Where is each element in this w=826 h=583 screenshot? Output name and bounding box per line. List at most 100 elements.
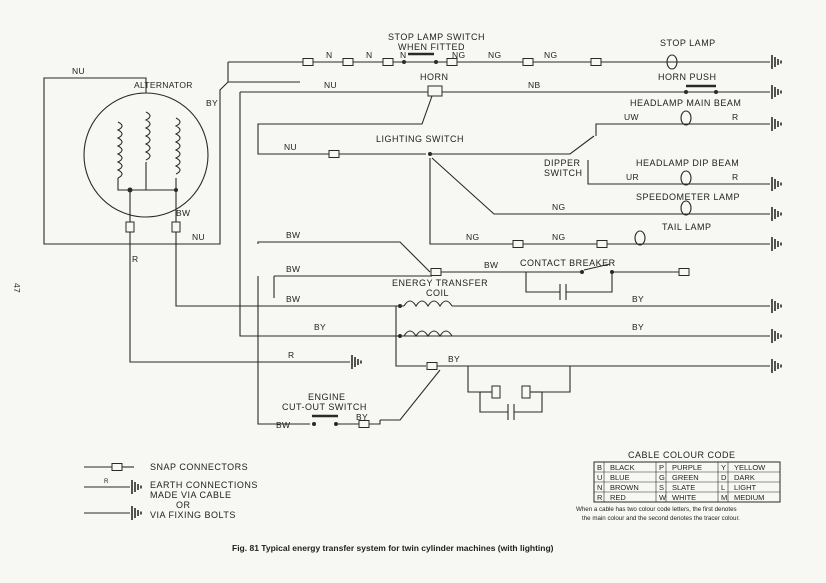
legend-earth-label: EARTH CONNECTIONS xyxy=(150,480,258,490)
wire-code: N xyxy=(326,50,332,60)
colour-code-letter: U xyxy=(597,473,602,482)
earth-icon xyxy=(771,206,782,222)
dipper-switch-label: DIPPER xyxy=(544,158,581,168)
colour-code-name: MEDIUM xyxy=(734,493,764,502)
colour-code-name: LIGHT xyxy=(734,483,757,492)
horn-label: HORN xyxy=(420,72,449,82)
earth-icon xyxy=(771,54,782,70)
colour-code-name: BLACK xyxy=(610,463,635,472)
wire-code: BW xyxy=(276,420,290,430)
wire-code: NU xyxy=(284,142,297,152)
colour-code-name: WHITE xyxy=(672,493,696,502)
colour-code-letter: W xyxy=(659,493,667,502)
wire-code: NG xyxy=(552,202,565,212)
wire-code: BY xyxy=(206,98,218,108)
engine-cutout-switch-label: CUT-OUT SWITCH xyxy=(282,402,367,412)
wire-code: BY xyxy=(448,354,460,364)
colour-note-1: When a cable has two colour code letters… xyxy=(576,506,737,513)
wire-code: R xyxy=(732,112,738,122)
dipper-switch-label-2: SWITCH xyxy=(544,168,583,178)
legend-earth-label-4: VIA FIXING BOLTS xyxy=(150,510,236,520)
legend-earth-label-2: MADE VIA CABLE xyxy=(150,490,232,500)
wire-code: NG xyxy=(488,50,501,60)
wire-code: UW xyxy=(624,112,639,122)
earth-icon xyxy=(351,354,362,370)
wire-code: NG xyxy=(452,50,465,60)
earth-icon xyxy=(771,298,782,314)
wire-code: BY xyxy=(356,412,368,422)
headlamp-dip-label: HEADLAMP DIP BEAM xyxy=(636,158,739,168)
wire-code: NG xyxy=(544,50,557,60)
colour-code-letter: L xyxy=(721,483,725,492)
colour-code-name: BLUE xyxy=(610,473,630,482)
wire-code: BW xyxy=(286,264,300,274)
energy-transfer-coil-label: COIL xyxy=(426,288,449,298)
wire-code: BY xyxy=(632,322,644,332)
earth-icon xyxy=(771,358,782,374)
wire-code: N xyxy=(366,50,372,60)
engine-cutout-label: ENGINE xyxy=(308,392,346,402)
colour-code-name: DARK xyxy=(734,473,755,482)
earth-icon xyxy=(771,328,782,344)
tail-lamp-label: TAIL LAMP xyxy=(662,222,712,232)
horn-push-label: HORN PUSH xyxy=(658,72,717,82)
stop-lamp-switch-label: STOP LAMP SWITCH xyxy=(388,32,485,42)
colour-table-title: CABLE COLOUR CODE xyxy=(628,450,736,460)
wire-code: NU xyxy=(192,232,205,242)
earth-icon xyxy=(771,84,782,100)
colour-code-name: YELLOW xyxy=(734,463,766,472)
figure-caption: Fig. 81 Typical energy transfer system f… xyxy=(232,543,554,553)
colour-note-2: the main colour and the second denotes t… xyxy=(582,515,740,522)
wire-code: NG xyxy=(552,232,565,242)
headlamp-main-label: HEADLAMP MAIN BEAM xyxy=(630,98,741,108)
wire-code: N xyxy=(400,50,406,60)
wire-code: NU xyxy=(72,66,85,76)
legend: SNAP CONNECTORS R EARTH CONNECTIONS MADE… xyxy=(84,462,258,521)
colour-code-letter: S xyxy=(659,483,664,492)
legend-earth-label-3: OR xyxy=(176,500,191,510)
wire-code: BY xyxy=(314,322,326,332)
colour-code-letter: N xyxy=(597,483,602,492)
lighting-switch-label: LIGHTING SWITCH xyxy=(376,134,464,144)
speedometer-label: SPEEDOMETER LAMP xyxy=(636,192,740,202)
colour-code-letter: Y xyxy=(721,463,726,472)
colour-code-name: RED xyxy=(610,493,626,502)
energy-transfer-label: ENERGY TRANSFER xyxy=(392,278,488,288)
wire-code: R xyxy=(132,254,138,264)
colour-code-name: PURPLE xyxy=(672,463,702,472)
colour-code-letter: P xyxy=(659,463,664,472)
earth-icon xyxy=(771,116,782,132)
colour-code-name: BROWN xyxy=(610,483,639,492)
wire-code: NB xyxy=(528,80,540,90)
wire-code: BW xyxy=(484,260,498,270)
colour-code-letter: D xyxy=(721,473,727,482)
wire-code: R xyxy=(288,350,294,360)
colour-code-letter: G xyxy=(659,473,665,482)
colour-code-letter: B xyxy=(597,463,602,472)
stop-lamp-switch-note: WHEN FITTED xyxy=(398,42,465,52)
colour-code-letter: R xyxy=(597,493,603,502)
wire-code: NU xyxy=(324,80,337,90)
colour-code-name: SLATE xyxy=(672,483,695,492)
wire-code: BW xyxy=(286,230,300,240)
earth-icon xyxy=(771,236,782,252)
wire-code: NG xyxy=(466,232,479,242)
alternator xyxy=(83,92,209,218)
page-number: 47 xyxy=(12,283,22,293)
stop-lamp-label: STOP LAMP xyxy=(660,38,716,48)
contact-breaker-label: CONTACT BREAKER xyxy=(520,258,616,268)
wire-code: BW xyxy=(176,208,190,218)
wire-code: UR xyxy=(626,172,639,182)
wire-code: BW xyxy=(286,294,300,304)
alternator-label: ALTERNATOR xyxy=(134,80,193,90)
colour-code-letter: M xyxy=(721,493,727,502)
legend-r: R xyxy=(104,478,109,485)
wire-code: BY xyxy=(632,294,644,304)
wire-code: R xyxy=(732,172,738,182)
colour-code-name: GREEN xyxy=(672,473,699,482)
legend-snap-label: SNAP CONNECTORS xyxy=(150,462,248,472)
earth-icon xyxy=(771,176,782,192)
